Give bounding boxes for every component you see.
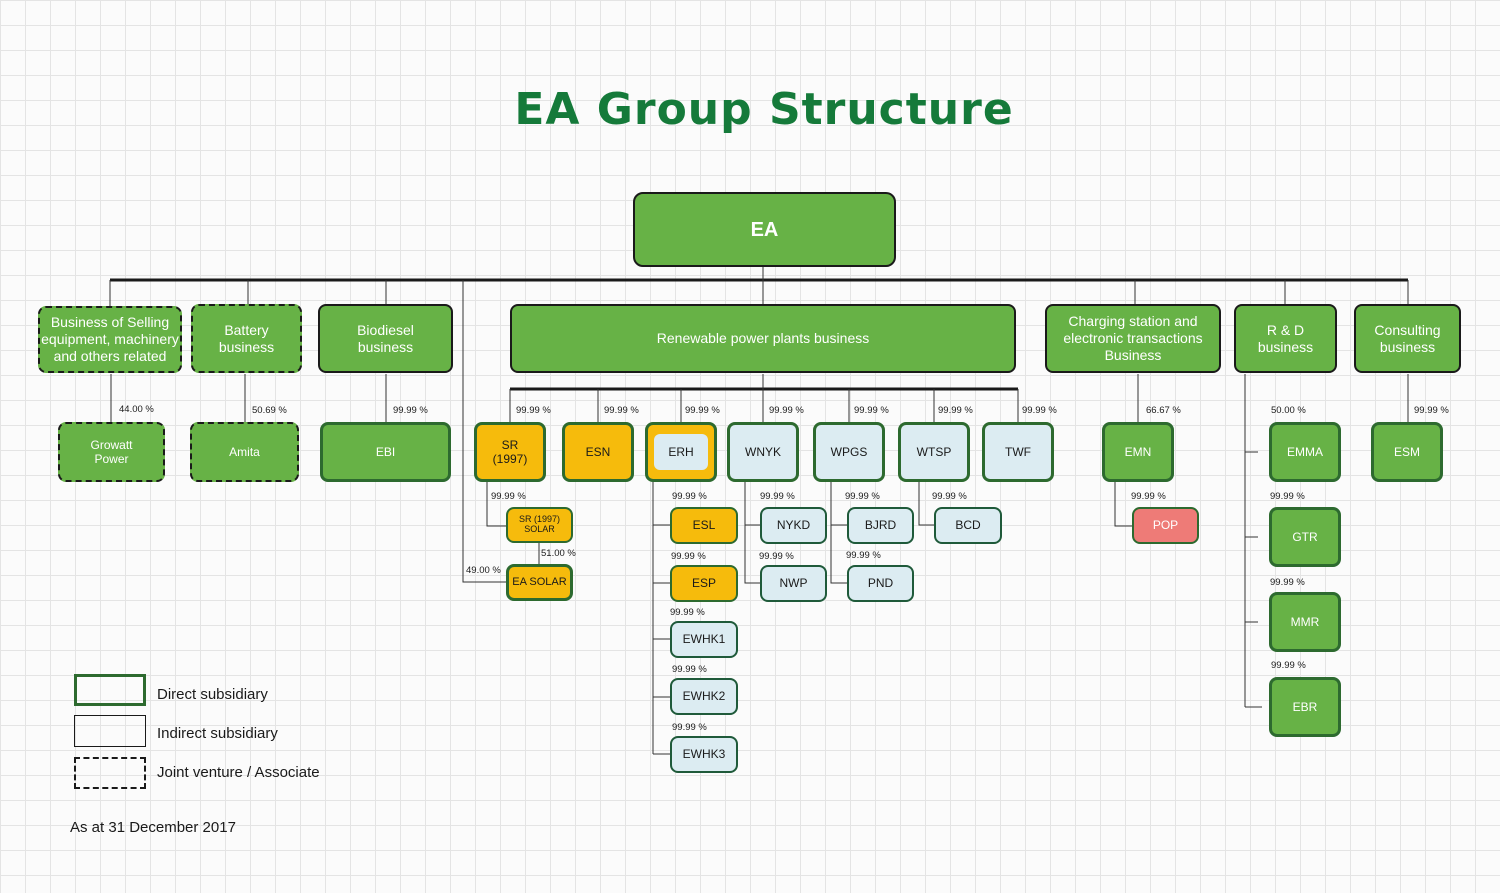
entity-ebr: EBR	[1269, 677, 1341, 737]
pct-emn: 66.67 %	[1146, 405, 1181, 416]
pct-ewhk3: 99.99 %	[672, 722, 707, 733]
pct-ewhk1: 99.99 %	[670, 607, 705, 618]
category-biodiesel: Biodiesel business	[318, 304, 453, 373]
pct-gtr: 99.99 %	[1270, 491, 1305, 502]
legend-jv-swatch	[74, 757, 146, 789]
pct-erh: 99.99 %	[685, 405, 720, 416]
entity-wtsp: WTSP	[898, 422, 970, 482]
pct-amita: 50.69 %	[252, 405, 287, 416]
entity-sr-1997: SR (1997)	[474, 422, 546, 482]
legend-indirect-label: Indirect subsidiary	[157, 725, 278, 742]
entity-ebi: EBI	[320, 422, 451, 482]
category-charging: Charging station and electronic transact…	[1045, 304, 1221, 373]
pct-ea-to-ea-solar: 49.00 %	[466, 565, 501, 576]
category-selling-equipment: Business of Selling equipment, machinery…	[38, 306, 182, 373]
pct-pnd: 99.99 %	[846, 550, 881, 561]
pct-growatt: 44.00 %	[119, 404, 154, 415]
pct-esn: 99.99 %	[604, 405, 639, 416]
entity-sr-1997-solar: SR (1997) SOLAR	[506, 507, 573, 543]
pct-pop: 99.99 %	[1131, 491, 1166, 502]
pct-sr-solar: 99.99 %	[491, 491, 526, 502]
entity-twf: TWF	[982, 422, 1054, 482]
legend-jv-label: Joint venture / Associate	[157, 764, 320, 781]
entity-mmr: MMR	[1269, 592, 1341, 652]
pct-esm: 99.99 %	[1414, 405, 1449, 416]
pct-wpgs: 99.99 %	[854, 405, 889, 416]
entity-bjrd: BJRD	[847, 507, 914, 544]
ea-root-node: EA	[633, 192, 896, 267]
page-title: EA Group Structure	[514, 84, 1014, 135]
legend-direct-label: Direct subsidiary	[157, 686, 268, 703]
entity-pop: POP	[1132, 507, 1199, 544]
entity-esn: ESN	[562, 422, 634, 482]
entity-ewhk2: EWHK2	[670, 678, 738, 715]
entity-growatt-power: Growatt Power	[58, 422, 165, 482]
entity-ewhk1: EWHK1	[670, 621, 738, 658]
entity-pnd: PND	[847, 565, 914, 602]
pct-mmr: 99.99 %	[1270, 577, 1305, 588]
legend-indirect-swatch	[74, 715, 146, 747]
pct-esp: 99.99 %	[671, 551, 706, 562]
as-at-date: As at 31 December 2017	[70, 819, 236, 836]
pct-sr-solar-to-ea-solar: 51.00 %	[541, 548, 576, 559]
entity-esl: ESL	[670, 507, 738, 544]
pct-wnyk: 99.99 %	[769, 405, 804, 416]
pct-nykd: 99.99 %	[760, 491, 795, 502]
entity-erh: ERH	[645, 422, 717, 482]
entity-emma: EMMA	[1269, 422, 1341, 482]
entity-nykd: NYKD	[760, 507, 827, 544]
entity-ewhk3: EWHK3	[670, 736, 738, 773]
entity-ea-solar: EA SOLAR	[506, 564, 573, 601]
category-consulting: Consulting business	[1354, 304, 1461, 373]
category-battery: Battery business	[191, 304, 302, 373]
entity-wpgs: WPGS	[813, 422, 885, 482]
pct-bcd: 99.99 %	[932, 491, 967, 502]
pct-ewhk2: 99.99 %	[672, 664, 707, 675]
pct-bjrd: 99.99 %	[845, 491, 880, 502]
category-renewable: Renewable power plants business	[510, 304, 1016, 373]
pct-nwp: 99.99 %	[759, 551, 794, 562]
entity-emn: EMN	[1102, 422, 1174, 482]
pct-sr: 99.99 %	[516, 405, 551, 416]
entity-wnyk: WNYK	[727, 422, 799, 482]
entity-erh-label: ERH	[654, 434, 708, 470]
pct-ebi: 99.99 %	[393, 405, 428, 416]
pct-emma: 50.00 %	[1271, 405, 1306, 416]
pct-twf: 99.99 %	[1022, 405, 1057, 416]
legend-direct-swatch	[74, 674, 146, 706]
pct-esl: 99.99 %	[672, 491, 707, 502]
pct-wtsp: 99.99 %	[938, 405, 973, 416]
entity-bcd: BCD	[934, 507, 1002, 544]
entity-amita: Amita	[190, 422, 299, 482]
entity-nwp: NWP	[760, 565, 827, 602]
category-rnd: R & D business	[1234, 304, 1337, 373]
pct-ebr: 99.99 %	[1271, 660, 1306, 671]
entity-gtr: GTR	[1269, 507, 1341, 567]
entity-esm: ESM	[1371, 422, 1443, 482]
entity-esp: ESP	[670, 565, 738, 602]
